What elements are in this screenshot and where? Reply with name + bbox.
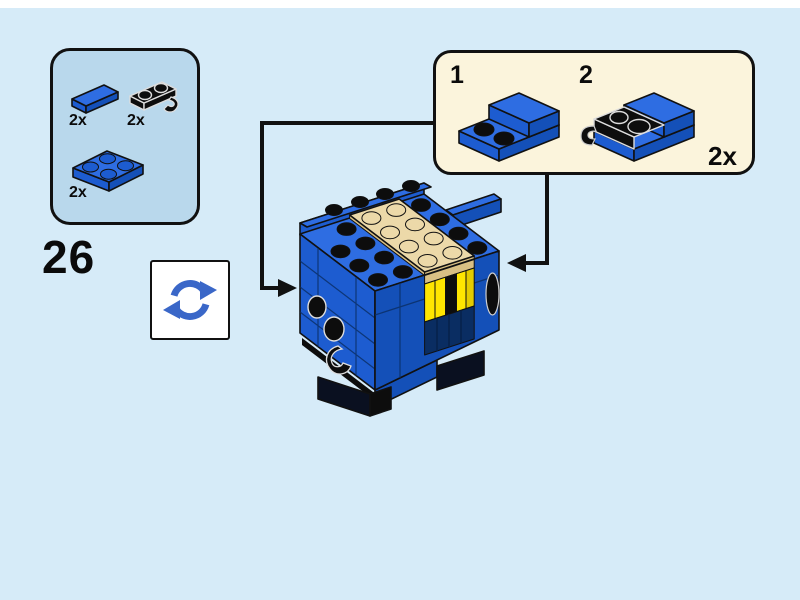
parts-panel-illustrations [71,81,179,192]
rotate-indicator [150,260,230,340]
part-count-label: 2x [69,184,87,201]
part-count-label: 2x [69,112,87,129]
callout-panel: 1 2 2x [433,50,755,175]
part-black-clip-plate-image [129,81,179,113]
assembly-step1-image [458,92,560,162]
substep-2-label: 2 [579,61,593,89]
part-blue-2x2-plate-image [72,150,144,192]
connector-line-left [260,121,433,290]
callout-illustrations [458,92,695,162]
callout-count-label: 2x [708,141,737,171]
substep-1-label: 1 [450,61,464,89]
parts-panel: 2x 2x 2x [50,48,200,225]
rotate-icon [163,280,217,320]
part-blue-1x2-tile-image [71,84,119,114]
step-number: 26 [42,231,96,283]
assembly-step2-image [580,92,695,162]
arrow-left-icon [507,254,526,272]
model-illustration [299,180,502,417]
part-count-label: 2x [127,112,145,129]
connector-line-right [523,175,549,265]
arrow-right-icon [278,279,297,297]
